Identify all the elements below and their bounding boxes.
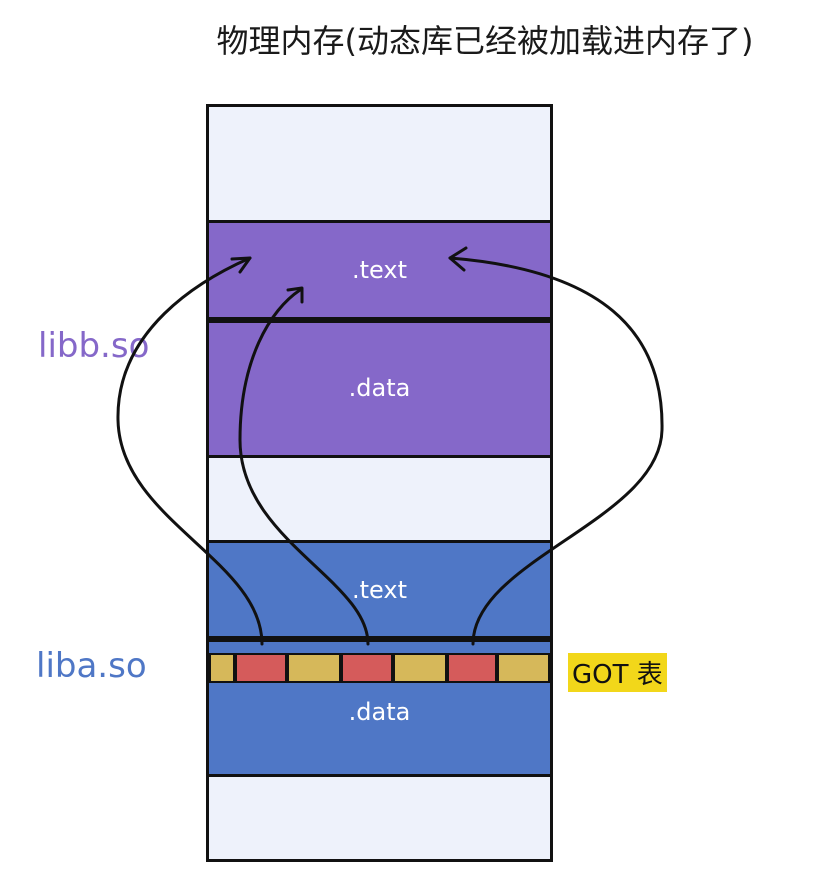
liba-section-divider — [209, 636, 550, 642]
got-entry — [341, 653, 393, 683]
liba-text-label: .text — [352, 576, 407, 604]
liba-label: liba.so — [36, 646, 147, 686]
libb-text-section — [209, 220, 550, 320]
liba-data-label: .data — [348, 698, 411, 726]
arrowhead-3 — [448, 246, 468, 272]
got-entry — [235, 653, 287, 683]
got-entry — [497, 653, 550, 683]
got-arrow-3 — [448, 256, 664, 646]
libb-section-divider — [209, 317, 550, 323]
libb-data-label: .data — [348, 374, 411, 402]
got-table — [209, 653, 550, 686]
diagram-title: 物理内存(动态库已经被加载进内存了) — [216, 22, 754, 60]
arrowhead-2 — [286, 286, 304, 304]
got-arrow-1 — [116, 256, 264, 646]
libb-text-label: .text — [352, 256, 407, 284]
got-entry — [209, 653, 235, 683]
liba-text-section — [209, 540, 550, 639]
got-arrow-2 — [238, 288, 370, 646]
got-entry — [393, 653, 447, 683]
got-entry — [447, 653, 497, 683]
arrowhead-1 — [230, 256, 252, 274]
got-entry — [287, 653, 341, 683]
got-table-label: GOT 表 — [568, 653, 667, 692]
libb-data-section — [209, 323, 550, 458]
